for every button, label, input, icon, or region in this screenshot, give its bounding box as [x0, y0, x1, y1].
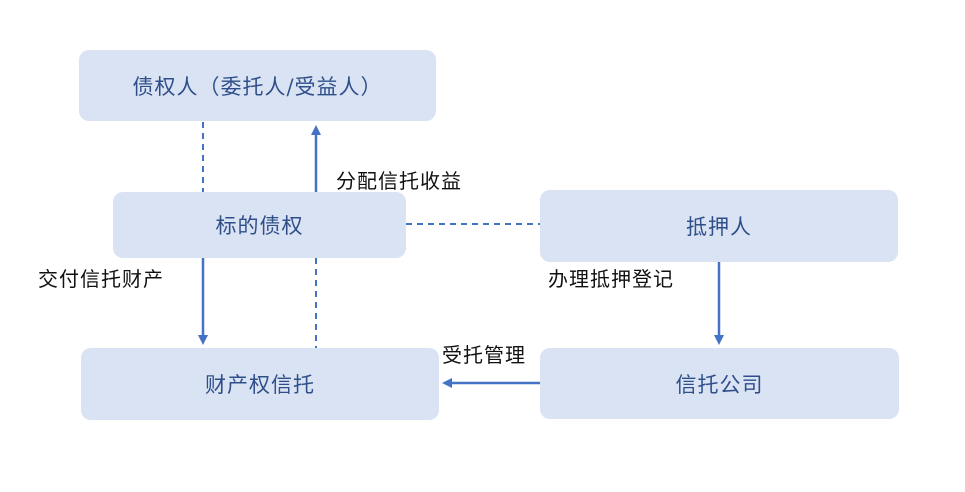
- edge-label-register: 办理抵押登记: [548, 267, 674, 291]
- node-trust-company-label: 信托公司: [675, 372, 764, 397]
- node-mortgagor: 抵押人: [540, 190, 898, 262]
- node-creditor: 债权人（委托人/受益人）: [79, 50, 436, 121]
- node-trust-company: 信托公司: [540, 348, 899, 419]
- edge-label-manage: 受托管理: [442, 343, 526, 367]
- node-creditor-label: 债权人（委托人/受益人）: [132, 74, 383, 99]
- node-target-claim: 标的债权: [113, 192, 406, 258]
- edge-label-deliver: 交付信托财产: [38, 267, 164, 291]
- node-mortgagor-label: 抵押人: [686, 215, 752, 239]
- node-property-trust: 财产权信托: [81, 348, 439, 420]
- node-target-claim-label: 标的债权: [215, 214, 304, 238]
- node-property-trust-label: 财产权信托: [205, 373, 315, 397]
- edge-label-distribute: 分配信托收益: [336, 169, 462, 193]
